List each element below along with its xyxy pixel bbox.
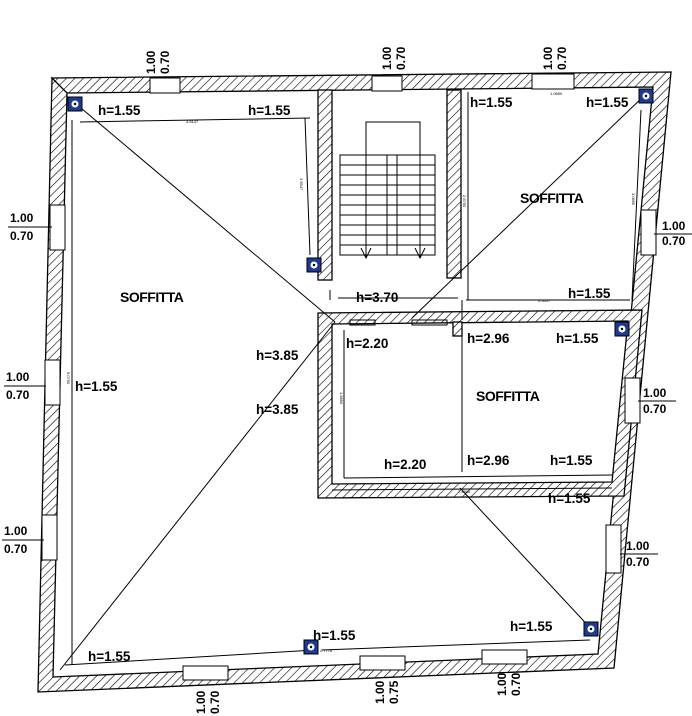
window-label-top-1: 1.00 0.70	[144, 50, 172, 74]
dimension-label: 2.6750	[462, 195, 467, 208]
height-label: h=2.96	[467, 453, 510, 468]
height-markers	[67, 88, 654, 655]
svg-text:1.00: 1.00	[643, 386, 667, 400]
svg-text:0.70: 0.70	[10, 229, 34, 243]
height-label: h=3.85	[256, 402, 299, 417]
window-label-bottom-1: 1.00 0.70	[194, 690, 222, 714]
window-label-left-2: 1.00 0.70	[4, 370, 46, 402]
height-label: h=1.55	[556, 331, 599, 346]
staircase	[339, 121, 436, 260]
room-label-middle-right: SOFFITTA	[476, 388, 540, 404]
marker-icon	[306, 257, 322, 273]
dimension-label: 1.5850	[339, 392, 344, 405]
height-label: h=1.55	[248, 103, 291, 118]
svg-text:1.00: 1.00	[6, 370, 30, 384]
svg-text:0.70: 0.70	[626, 555, 650, 569]
height-label: h=1.55	[75, 379, 118, 394]
window-label-bottom-3: 1.00 0.70	[495, 672, 523, 696]
center-box-wall	[317, 309, 643, 499]
dimension-label: 3.0890	[631, 193, 636, 206]
room-label-left: SOFFITTA	[120, 289, 184, 305]
svg-text:1.00: 1.00	[626, 539, 650, 553]
svg-text:0.70: 0.70	[394, 46, 408, 70]
dimension-label: 1.0890	[550, 91, 563, 96]
svg-text:1.00: 1.00	[495, 672, 509, 696]
window-label-top-2: 1.00 0.70	[380, 46, 408, 70]
height-label: h=3.85	[256, 348, 299, 363]
height-label: h=1.55	[510, 619, 553, 634]
svg-text:1.00: 1.00	[662, 219, 686, 233]
svg-text:0.70: 0.70	[4, 542, 28, 556]
dimension-label: 3.5547	[299, 178, 304, 191]
room-label-top-right: SOFFITTA	[520, 190, 584, 206]
window-label-right-2: 1.00 0.70	[638, 386, 676, 416]
svg-text:1.00: 1.00	[10, 211, 34, 225]
landing-marks	[349, 319, 448, 326]
stair-wall-right	[446, 89, 462, 279]
height-label: h=1.55	[98, 103, 141, 118]
marker-icon	[614, 321, 630, 337]
stair-wall-left	[317, 89, 333, 281]
svg-text:0.75: 0.75	[387, 680, 401, 704]
svg-text:0.70: 0.70	[208, 690, 222, 714]
dimension-label: 4.5147	[186, 119, 199, 124]
height-label: h=1.55	[548, 491, 591, 506]
window-label-top-3: 1.00 0.70	[541, 46, 569, 70]
roof-ridge-lines	[59, 92, 646, 671]
height-label: h=1.55	[550, 453, 593, 468]
height-label: h=1.55	[88, 649, 131, 664]
height-label: h=2.20	[384, 457, 426, 472]
marker-icon	[67, 96, 83, 112]
marker-icon	[583, 621, 599, 637]
marker-icon	[303, 639, 319, 655]
windows-openings	[41, 73, 657, 681]
height-label: h=1.55	[586, 95, 629, 110]
svg-text:0.70: 0.70	[509, 672, 523, 696]
svg-text:1.00: 1.00	[541, 46, 555, 70]
height-label: h=3.70	[356, 290, 398, 305]
svg-text:0.70: 0.70	[555, 46, 569, 70]
window-label-left-3: 1.00 0.70	[2, 524, 44, 556]
svg-text:0.70: 0.70	[6, 388, 30, 402]
svg-text:1.00: 1.00	[144, 50, 158, 74]
svg-text:1.00: 1.00	[194, 690, 208, 714]
height-label: h=2.20	[346, 336, 388, 351]
outer-wall	[37, 71, 672, 693]
svg-text:1.00: 1.00	[4, 524, 28, 538]
window-label-right-3: 1.00 0.70	[620, 539, 658, 569]
svg-text:0.70: 0.70	[662, 234, 686, 248]
height-label: h=2.96	[467, 331, 510, 346]
svg-text:1.00: 1.00	[380, 46, 394, 70]
height-label: h=1.55	[568, 286, 611, 301]
dimension-label: 2.7776	[320, 648, 333, 653]
svg-text:0.70: 0.70	[643, 402, 667, 416]
inner-partition	[452, 321, 463, 337]
window-label-left-1: 1.00 0.70	[8, 211, 52, 243]
dimension-label: 5.0750	[66, 372, 71, 385]
window-label-right-1: 1.00 0.70	[654, 219, 692, 248]
dimension-label: 4.5457	[538, 298, 551, 303]
marker-icon	[638, 88, 654, 104]
height-label: h=1.55	[470, 95, 513, 110]
dimension-label: 7.4885	[458, 489, 471, 494]
svg-text:1.00: 1.00	[373, 680, 387, 704]
window-label-bottom-2: 1.00 0.75	[373, 680, 401, 704]
height-label: h=1.55	[313, 628, 356, 643]
svg-text:0.70: 0.70	[158, 50, 172, 74]
